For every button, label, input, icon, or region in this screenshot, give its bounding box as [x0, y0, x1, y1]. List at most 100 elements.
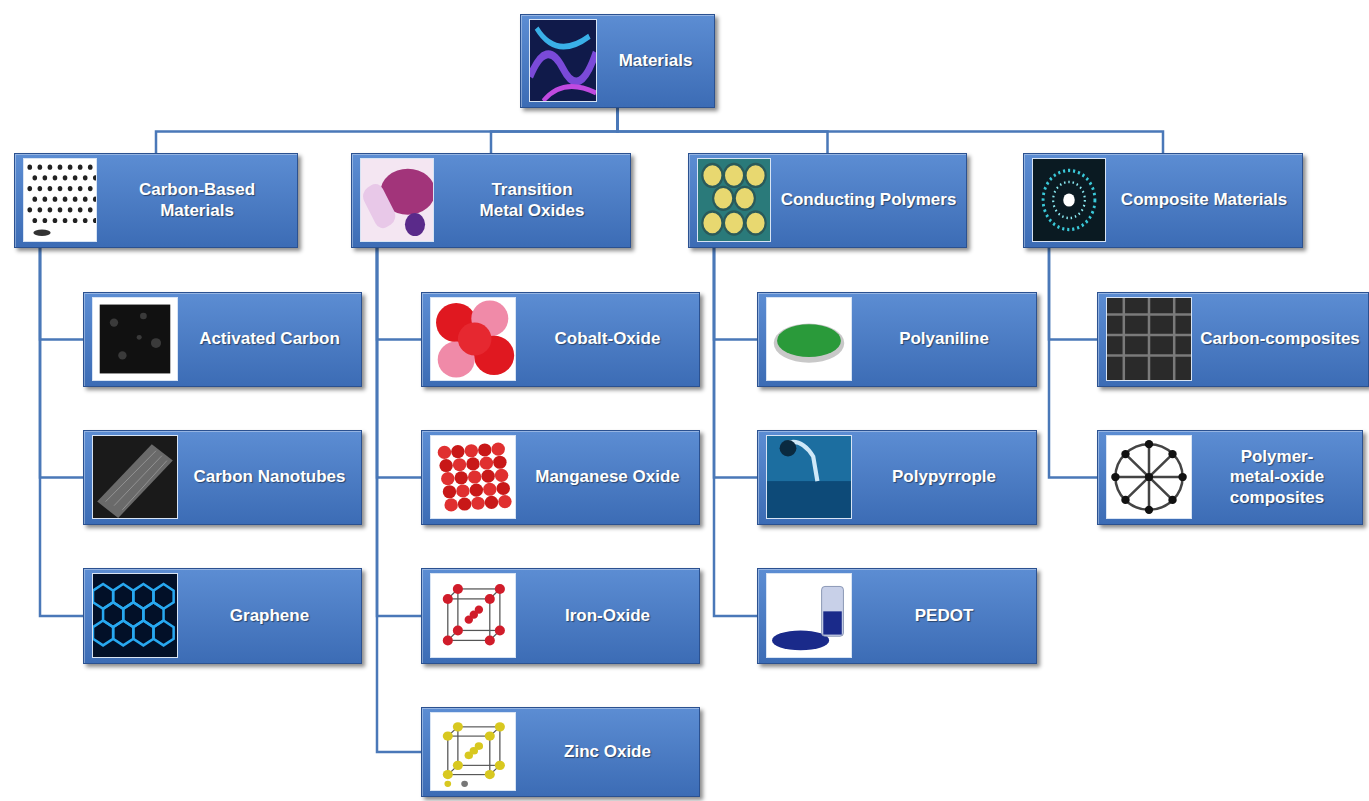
material-picture [767, 298, 851, 380]
material-icon [92, 435, 178, 519]
text-area: Carbon-Based Materials [105, 154, 289, 247]
material-icon [1106, 297, 1192, 381]
material-icon [1106, 435, 1192, 519]
material-picture [1107, 298, 1191, 380]
material-icon [430, 435, 516, 519]
text-area: Cobalt-Oxide [524, 293, 691, 386]
text-area: Zinc Oxide [524, 708, 691, 796]
box-label: Transition Metal Oxides [472, 180, 592, 221]
material-picture [1107, 436, 1191, 518]
tree-connector [377, 248, 421, 752]
tree-connector [40, 248, 83, 478]
box-label: Polypyrrople [892, 467, 996, 487]
category-box: Iron-Oxide [421, 568, 700, 664]
material-icon [430, 573, 516, 658]
material-icon [430, 712, 516, 791]
material-picture [530, 20, 596, 101]
box-label: Conducting Polymers [781, 190, 957, 210]
category-box: Activated Carbon [83, 292, 362, 387]
material-picture [93, 574, 177, 657]
box-label: Activated Carbon [199, 329, 340, 349]
tree-connector [714, 248, 757, 340]
material-picture [1033, 159, 1105, 241]
box-label: Manganese Oxide [535, 467, 680, 487]
text-area: Carbon Nanotubes [186, 431, 353, 524]
box-label: Materials [619, 51, 693, 71]
category-box: Carbon-Based Materials [14, 153, 298, 248]
category-box: Composite Materials [1023, 153, 1303, 248]
material-icon [430, 297, 516, 381]
text-area: Conducting Polymers [779, 154, 958, 247]
category-box: Polyaniline [757, 292, 1037, 387]
text-area: Polyaniline [860, 293, 1028, 386]
material-picture [93, 298, 177, 380]
material-icon [766, 297, 852, 381]
category-box: PEDOT [757, 568, 1037, 664]
box-label: Carbon-composites [1200, 329, 1360, 349]
category-box: Manganese Oxide [421, 430, 700, 525]
material-icon [23, 158, 97, 242]
material-picture [431, 436, 515, 518]
category-box: Graphene [83, 568, 362, 664]
text-area: Polypyrrople [860, 431, 1028, 524]
category-box: Carbon Nanotubes [83, 430, 362, 525]
material-picture [767, 574, 851, 657]
text-area: Materials [605, 15, 706, 107]
category-box: Transition Metal Oxides [351, 153, 631, 248]
box-label: PEDOT [915, 606, 974, 626]
tree-connector [1049, 248, 1097, 340]
text-area: PEDOT [860, 569, 1028, 663]
material-picture [431, 298, 515, 380]
material-picture [431, 713, 515, 790]
tree-connector [377, 248, 421, 340]
box-label: Composite Materials [1121, 190, 1287, 210]
material-picture [361, 159, 433, 241]
tree-connector [1049, 248, 1097, 478]
category-box: Cobalt-Oxide [421, 292, 700, 387]
box-label: Cobalt-Oxide [555, 329, 661, 349]
tree-connector [377, 248, 421, 616]
category-box: Polypyrrople [757, 430, 1037, 525]
text-area: Composite Materials [1114, 154, 1294, 247]
box-label: Carbon-Based Materials [105, 180, 289, 221]
category-box: Materials [520, 14, 715, 108]
material-icon [697, 158, 771, 242]
material-icon [92, 297, 178, 381]
material-icon [360, 158, 434, 242]
text-area: Graphene [186, 569, 353, 663]
material-picture [698, 159, 770, 241]
tree-connector [40, 248, 83, 616]
text-area: Polymer-metal-oxide composites [1200, 431, 1354, 524]
material-picture [767, 436, 851, 518]
material-icon [766, 573, 852, 658]
category-box: Polymer-metal-oxide composites [1097, 430, 1363, 525]
material-picture [24, 159, 96, 241]
tree-connector [377, 248, 421, 478]
material-picture [431, 574, 515, 657]
material-icon [766, 435, 852, 519]
material-icon [1032, 158, 1106, 242]
box-label: Polymer-metal-oxide composites [1222, 447, 1332, 508]
tree-connector [714, 248, 757, 478]
box-label: Polyaniline [899, 329, 989, 349]
tree-connector [491, 108, 618, 153]
box-label: Carbon Nanotubes [193, 467, 345, 487]
box-label: Zinc Oxide [564, 742, 651, 762]
tree-connector [618, 108, 1164, 153]
category-box: Conducting Polymers [688, 153, 967, 248]
tree-connector [714, 248, 757, 616]
box-label: Iron-Oxide [565, 606, 650, 626]
text-area: Activated Carbon [186, 293, 353, 386]
category-box: Carbon-composites [1097, 292, 1369, 387]
text-area: Carbon-composites [1200, 293, 1360, 386]
category-box: Zinc Oxide [421, 707, 700, 797]
material-picture [93, 436, 177, 518]
material-icon [92, 573, 178, 658]
tree-connector [40, 248, 83, 340]
text-area: Manganese Oxide [524, 431, 691, 524]
box-label: Graphene [230, 606, 309, 626]
tree-connector [156, 108, 618, 153]
text-area: Iron-Oxide [524, 569, 691, 663]
